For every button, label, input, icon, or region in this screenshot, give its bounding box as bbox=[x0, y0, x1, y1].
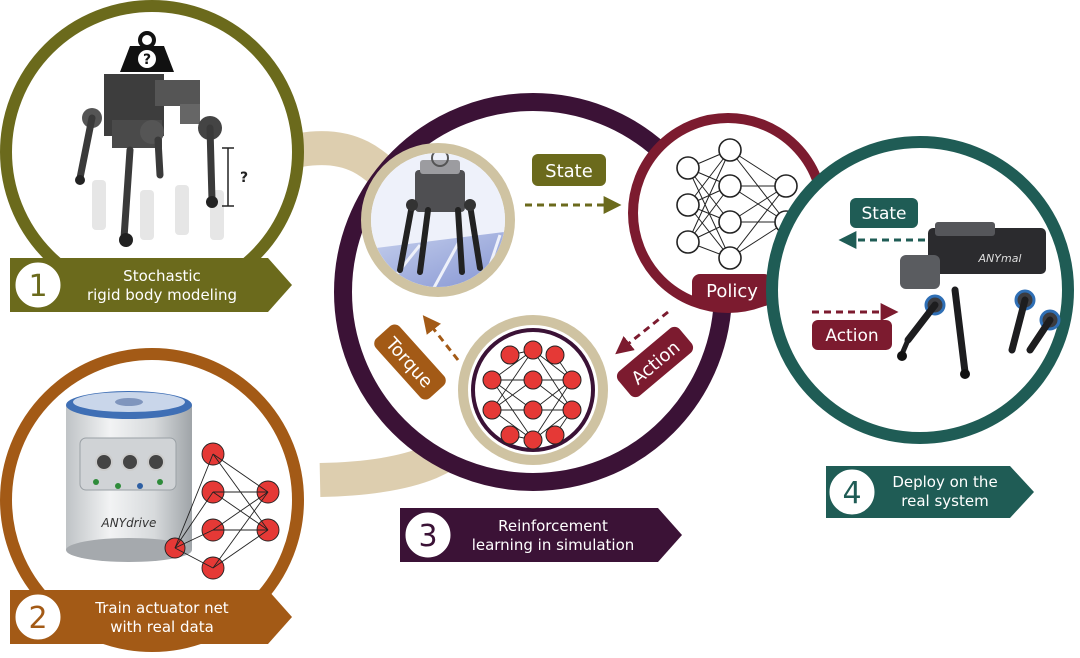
step-2-number: 2 bbox=[28, 601, 47, 636]
step-2-panel: ANYdrive 2 Train actuator net with real … bbox=[0, 348, 304, 652]
sim-actuator-node bbox=[545, 345, 565, 365]
sim-actuator-node bbox=[500, 345, 520, 365]
policy-net-node bbox=[676, 193, 700, 217]
torque-tag bbox=[374, 324, 446, 400]
state-tag-sim-label: State bbox=[545, 161, 593, 182]
step-1-banner bbox=[10, 258, 292, 312]
sim-actuator-node bbox=[545, 425, 565, 445]
sim-actuator-node bbox=[523, 370, 543, 390]
sim-actuator-node bbox=[523, 430, 543, 450]
real-robot-icon: ANYmal bbox=[897, 222, 1061, 379]
step-4-banner bbox=[826, 466, 1034, 518]
unknown-mass-weight-icon: ? bbox=[120, 31, 174, 72]
sim-actuator-node bbox=[523, 400, 543, 420]
policy-tag-label: Policy bbox=[706, 281, 758, 302]
step-1-title-line1: Stochastic bbox=[123, 267, 201, 285]
sim-robot-icon bbox=[397, 153, 483, 275]
torque-arrow bbox=[422, 315, 460, 361]
action-tag-real bbox=[812, 320, 892, 350]
actuator-brand-label: ANYdrive bbox=[101, 516, 157, 530]
sim-actuator-node bbox=[482, 400, 502, 420]
step-3-title-line2: learning in simulation bbox=[472, 536, 635, 554]
step-2-number-badge bbox=[12, 591, 64, 643]
step-4-ring bbox=[766, 136, 1074, 444]
step-3-title-line1: Reinforcement bbox=[498, 517, 608, 535]
policy-net-node bbox=[676, 230, 700, 254]
step-2-title-line1: Train actuator net bbox=[94, 599, 229, 617]
length-question-mark: ? bbox=[240, 170, 248, 186]
sim-actuator-node bbox=[500, 425, 520, 445]
sim-actuator-node bbox=[562, 370, 582, 390]
step-1-number-badge bbox=[12, 259, 64, 311]
mass-question-mark: ? bbox=[143, 52, 151, 68]
step-4-title-line1: Deploy on the bbox=[892, 473, 997, 491]
unknown-length-bracket: ? bbox=[222, 147, 248, 207]
sim-actuator-node bbox=[482, 370, 502, 390]
step-3-panel: State bbox=[334, 93, 828, 562]
step-4-panel: ANYmal State Action 4 Deploy on the real… bbox=[766, 136, 1074, 518]
policy-net-node bbox=[718, 210, 742, 234]
real-robot-brand-label: ANYmal bbox=[978, 252, 1022, 265]
policy-net-node bbox=[718, 246, 742, 270]
policy-net-node bbox=[774, 174, 798, 198]
step-1-panel: ? ? 1 Stochastic rigid body modeling bbox=[0, 0, 304, 312]
step-4-title-line2: real system bbox=[901, 492, 988, 510]
step-3-banner bbox=[400, 508, 682, 562]
step-1-title-line2: rigid body modeling bbox=[87, 286, 237, 304]
action-tag-sim bbox=[616, 326, 694, 398]
actuator-network-sim bbox=[458, 315, 608, 465]
action-tag-real-label: Action bbox=[825, 326, 878, 346]
policy-net-node bbox=[718, 174, 742, 198]
sim-actuator-node bbox=[562, 400, 582, 420]
step-3-number: 3 bbox=[418, 519, 437, 554]
state-tag-sim bbox=[532, 154, 606, 186]
state-tag-real bbox=[850, 198, 918, 228]
policy-net-node bbox=[676, 156, 700, 180]
actuator-icon: ANYdrive bbox=[66, 391, 192, 562]
step-4-number-badge bbox=[826, 466, 878, 518]
rigid-body-robot-icon bbox=[75, 74, 224, 247]
actuator-net-icon bbox=[164, 442, 280, 580]
step-1-number: 1 bbox=[28, 269, 47, 304]
policy-net-node bbox=[718, 138, 742, 162]
step-2-banner bbox=[10, 590, 292, 644]
state-tag-real-label: State bbox=[862, 204, 907, 224]
policy-tag bbox=[692, 274, 772, 306]
step-3-number-badge bbox=[402, 509, 454, 561]
step-2-title-line2: with real data bbox=[110, 618, 214, 636]
action-arrow-sim bbox=[615, 310, 669, 355]
simulation-robot-view bbox=[361, 143, 515, 297]
step-4-number: 4 bbox=[842, 476, 861, 511]
sim-actuator-node bbox=[523, 340, 543, 360]
